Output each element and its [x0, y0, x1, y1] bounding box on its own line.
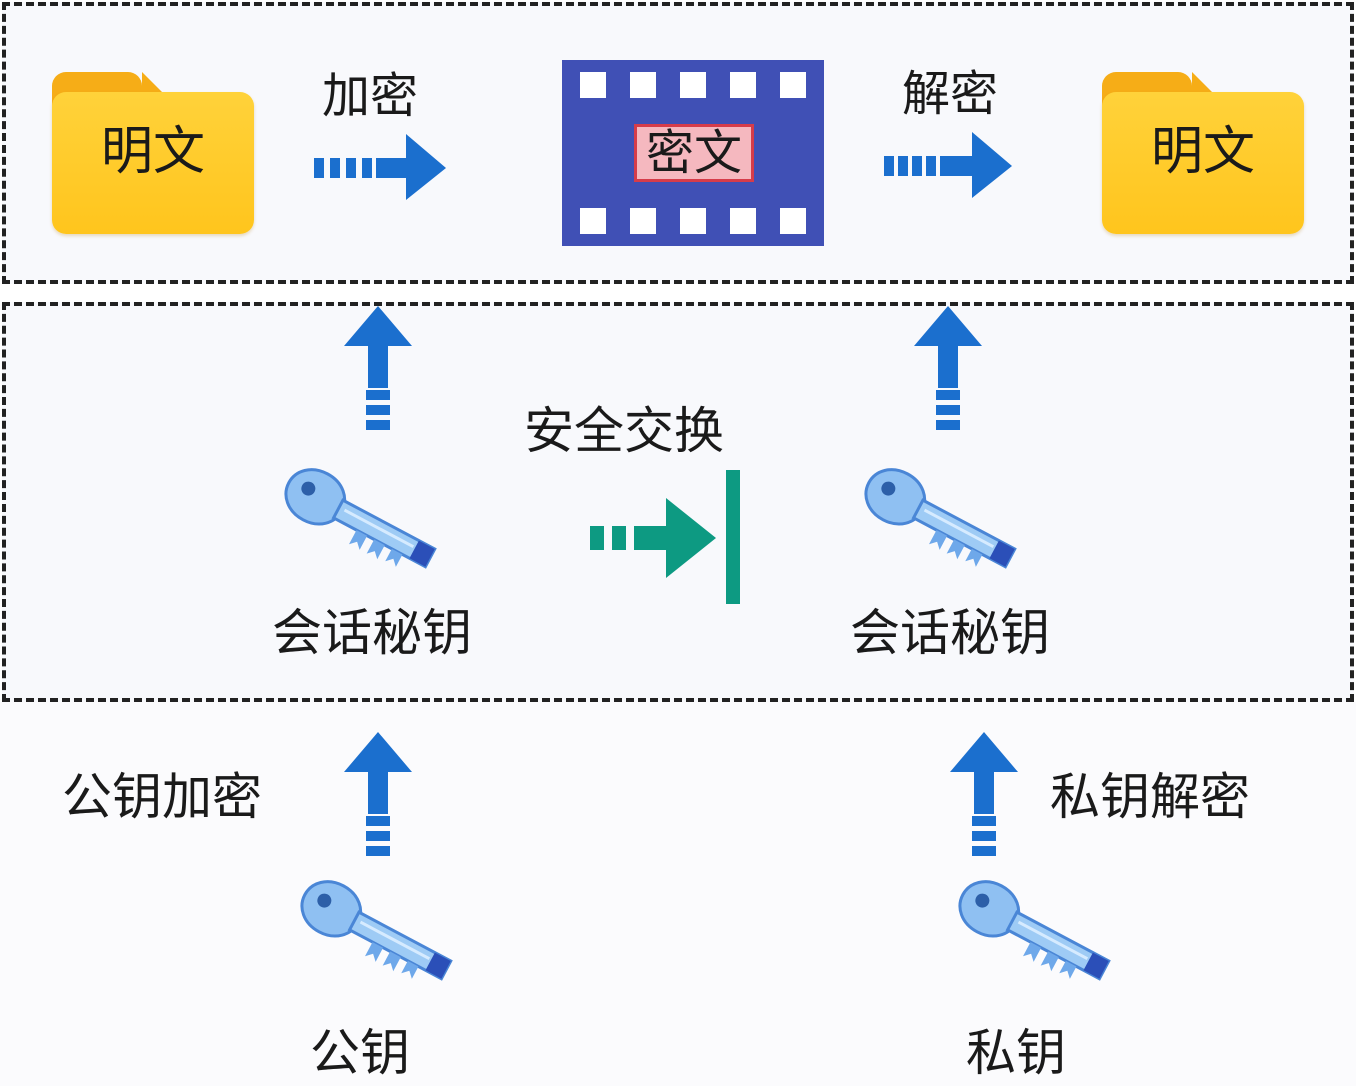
decrypt-label: 解密: [902, 66, 999, 122]
private-key-decrypt-label: 私钥解密: [1050, 768, 1250, 826]
session-key-right-label: 会话秘钥: [850, 604, 1050, 662]
public-key-label: 公钥: [310, 1024, 410, 1082]
arrow-up-icon: [950, 732, 1018, 856]
arrow-up-icon: [344, 732, 412, 856]
private-key-label: 私钥: [966, 1024, 1066, 1082]
arrow-up-icon: [344, 306, 412, 430]
public-key-icon: [300, 880, 453, 981]
plaintext-folder-left-icon: 明文: [52, 72, 254, 234]
secure-exchange-arrow-icon: [590, 470, 740, 604]
public-key-encrypt-label: 公钥加密: [62, 768, 262, 826]
plaintext-right-label: 明文: [1150, 122, 1255, 182]
ciphertext-label: 密文: [634, 124, 754, 182]
arrow-right-icon: [314, 134, 446, 200]
session-key-right-icon: [864, 468, 1017, 569]
session-key-left-icon: [284, 468, 437, 569]
arrow-up-icon: [914, 306, 982, 430]
ciphertext-film-strip-icon: 密文: [562, 60, 824, 246]
secure-exchange-label: 安全交换: [524, 402, 724, 460]
session-key-left-label: 会话秘钥: [272, 604, 472, 662]
encrypt-label: 加密: [322, 68, 419, 124]
plaintext-left-label: 明文: [100, 122, 205, 182]
private-key-icon: [958, 880, 1111, 981]
session-key-exchange-box: [2, 302, 1354, 702]
plaintext-folder-right-icon: 明文: [1102, 72, 1304, 234]
asymmetric-key-area: [0, 702, 1356, 1086]
arrow-right-icon: [884, 132, 1012, 198]
